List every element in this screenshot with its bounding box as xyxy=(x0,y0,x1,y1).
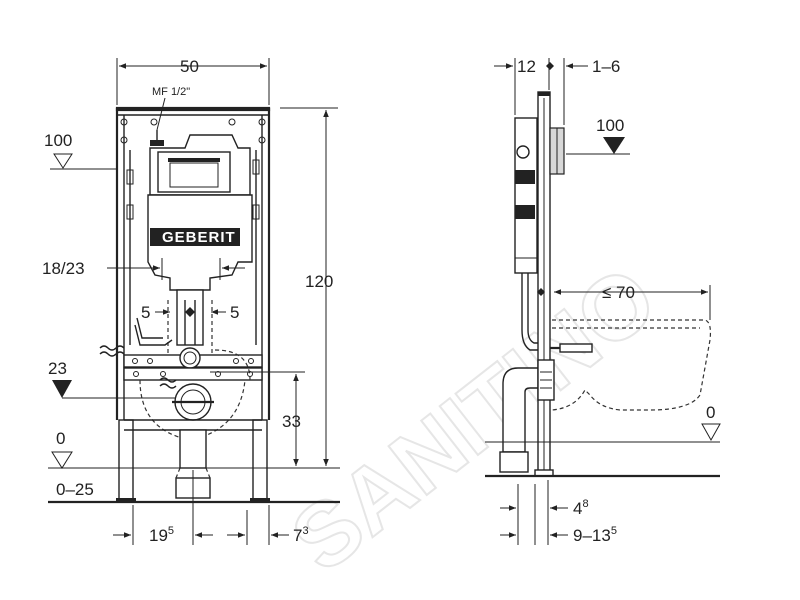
side-bottom-a-label: 48 xyxy=(573,498,589,518)
side-depth-label: 12 xyxy=(517,57,536,76)
level-23-label: 23 xyxy=(48,359,67,378)
side-cistern xyxy=(514,117,538,274)
bottom-right-label: 73 xyxy=(293,525,309,545)
flush-pipe xyxy=(176,289,204,346)
side-wc-bowl xyxy=(551,319,712,411)
side-view: 12 1–6 100 ≤ 70 0 48 9–135 xyxy=(485,57,721,545)
side-bottom-b-label: 9–135 xyxy=(573,525,617,545)
side-bottom-a-base: 4 xyxy=(573,499,582,518)
side-bottom-a-sup: 8 xyxy=(582,498,588,510)
left-leg xyxy=(118,419,134,501)
right-leg xyxy=(252,419,268,501)
side-bottom-b-base: 9–13 xyxy=(573,526,611,545)
side-bottom-b-sup: 5 xyxy=(611,525,617,537)
side-floor-level-label: 0 xyxy=(706,403,715,422)
bottom-left-base: 19 xyxy=(149,526,168,545)
offset-left-label: 5 xyxy=(141,303,150,322)
thread-label: MF 1/2" xyxy=(152,86,190,98)
bottom-right-sup: 3 xyxy=(302,525,308,537)
floor-level-label: 0 xyxy=(56,429,65,448)
front-view: GEBERIT xyxy=(42,57,340,545)
outlet-height-label: 33 xyxy=(282,412,301,431)
side-wall-gap-label: 1–6 xyxy=(592,57,620,76)
height-total-label: 120 xyxy=(305,272,333,291)
bottom-left-sup: 5 xyxy=(168,525,174,537)
bottom-right-base: 7 xyxy=(293,526,302,545)
geberit-logo xyxy=(150,228,240,246)
offset-right-label: 5 xyxy=(230,303,239,322)
width-label: 50 xyxy=(180,57,199,76)
drain-pipe xyxy=(179,429,207,469)
side-level-top-label: 100 xyxy=(596,116,624,135)
brand-name: GEBERIT xyxy=(162,229,236,246)
frame-outline xyxy=(115,106,271,112)
adjust-label: 0–25 xyxy=(56,480,94,499)
flush-pipe-label: 18/23 xyxy=(42,259,85,278)
level-top-label: 100 xyxy=(44,131,72,150)
side-projection-label: ≤ 70 xyxy=(602,283,635,302)
bottom-left-label: 195 xyxy=(149,525,174,545)
